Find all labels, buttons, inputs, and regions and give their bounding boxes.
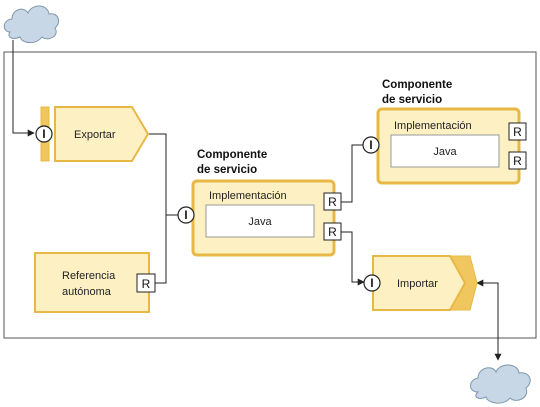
topright-component-title-line2: de servicio xyxy=(382,94,442,106)
standalone-reference[interactable]: Referencia autónoma xyxy=(34,252,150,313)
topright-impl-java-label: Java xyxy=(433,146,457,158)
export-arrow-shape xyxy=(54,106,150,162)
center-impl-java-box xyxy=(205,204,315,238)
svg-text:R: R xyxy=(513,154,522,168)
import-component[interactable]: Importar xyxy=(372,255,478,311)
svg-text:R: R xyxy=(328,225,337,239)
export-component[interactable]: Exportar xyxy=(40,106,150,162)
topright-impl-label: Implementación xyxy=(394,120,472,132)
center-impl-java-label: Java xyxy=(248,216,272,228)
wire-component-to-topright xyxy=(341,144,363,203)
wire-reference-to-component xyxy=(155,215,167,284)
cloud-icon xyxy=(470,364,531,404)
center-reference-r-icon-2[interactable]: R xyxy=(323,222,342,241)
svg-text:I: I xyxy=(370,278,373,290)
standalone-reference-line1: Referencia xyxy=(62,270,116,282)
svg-text:I: I xyxy=(42,129,45,141)
center-service-component[interactable]: Implementación Java xyxy=(191,179,336,257)
standalone-reference-box xyxy=(34,252,150,313)
svg-text:R: R xyxy=(513,125,522,139)
center-component-title-line2: de servicio xyxy=(197,164,257,176)
center-interface-icon[interactable]: I xyxy=(177,206,195,224)
svg-text:R: R xyxy=(328,195,337,209)
wire-cloud-to-export xyxy=(12,40,35,137)
import-interface-icon[interactable]: I xyxy=(363,274,381,292)
import-label: Importar xyxy=(397,278,438,290)
cloud-icon xyxy=(3,5,60,44)
wire-import-to-cloud xyxy=(476,279,502,361)
center-reference-r-icon-1[interactable]: R xyxy=(323,192,342,211)
topright-interface-icon[interactable]: I xyxy=(362,136,380,154)
export-interface-icon[interactable]: I xyxy=(35,125,53,143)
import-arrow-shape xyxy=(372,255,467,311)
center-impl-label: Implementación xyxy=(209,190,287,202)
svg-text:R: R xyxy=(142,277,151,291)
standalone-reference-line2: autónoma xyxy=(62,286,112,298)
topright-impl-java-box xyxy=(390,134,500,168)
svg-text:I: I xyxy=(369,140,372,152)
topright-service-component[interactable]: Implementación Java xyxy=(376,107,521,185)
standalone-reference-r-icon[interactable]: R xyxy=(136,273,156,293)
topright-reference-r-icon-2[interactable]: R xyxy=(508,151,527,170)
svg-text:I: I xyxy=(184,210,187,222)
center-component-title-line1: Componente xyxy=(197,149,267,161)
topright-component-title-line1: Componente xyxy=(382,79,452,91)
topright-reference-r-icon-1[interactable]: R xyxy=(508,122,527,141)
wire-component-to-import xyxy=(341,231,365,286)
export-label: Exportar xyxy=(74,129,116,141)
wire-export-to-component xyxy=(148,133,178,216)
